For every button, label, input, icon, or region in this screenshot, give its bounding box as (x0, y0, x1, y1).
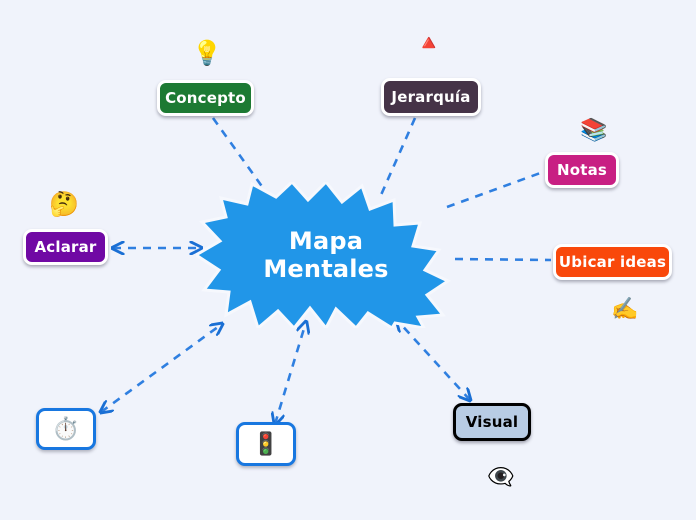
red-triangle-icon: 🔺 (415, 31, 443, 56)
thinking-face-icon: 🤔 (49, 190, 79, 218)
eye-in-speech-bubble-icon: 👁️‍🗨️ (487, 465, 515, 490)
central-topic-node[interactable]: Mapa Mentales (196, 182, 456, 328)
connector-timer (101, 324, 222, 412)
node-jerarquia[interactable]: Jerarquía (381, 78, 481, 116)
node-concepto[interactable]: Concepto (157, 80, 254, 116)
central-topic-label: Mapa Mentales (263, 227, 388, 284)
writing-hand-icon: ✍️ (611, 297, 639, 322)
central-topic-line2: Mentales (263, 255, 389, 283)
node-visual[interactable]: Visual (453, 403, 531, 441)
children-crossing-icon: 🚦 (252, 431, 280, 457)
central-topic-line1: Mapa (288, 226, 364, 255)
connector-concepto (211, 117, 273, 200)
node-ubicar-ideas[interactable]: Ubicar ideas (553, 244, 672, 280)
node-aclarar[interactable]: Aclarar (23, 229, 108, 265)
connector-crossing (275, 322, 306, 424)
stopwatch-icon: ⏱️ (52, 416, 80, 442)
node-notas[interactable]: Notas (545, 152, 619, 188)
node-timer[interactable]: ⏱️ (36, 408, 96, 450)
connector-ubicar-ideas (454, 257, 552, 262)
light-bulb-icon: 💡 (192, 39, 222, 67)
books-icon: 📚 (580, 118, 608, 143)
starburst-shape (196, 182, 452, 328)
connector-notas (446, 170, 544, 209)
node-crossing[interactable]: 🚦 (236, 422, 296, 466)
connector-visual (397, 320, 470, 400)
